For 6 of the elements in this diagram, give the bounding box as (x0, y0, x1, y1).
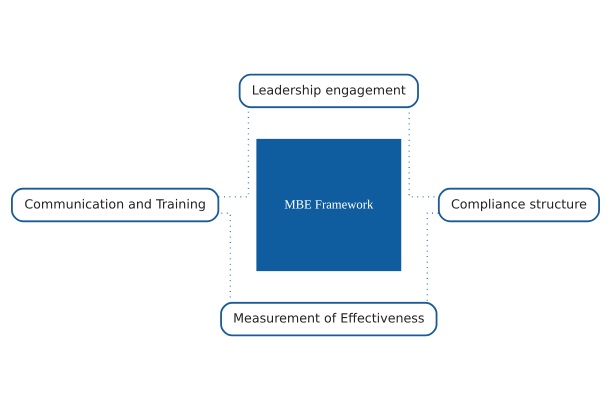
node-box: Measurement of Effectiveness (220, 301, 438, 336)
node-box: Compliance structure (438, 187, 600, 222)
node-box: Leadership engagement (238, 73, 419, 108)
node-box: MBE Framework (256, 138, 402, 271)
node-box: Communication and Training (11, 187, 220, 222)
connector (426, 212, 439, 302)
